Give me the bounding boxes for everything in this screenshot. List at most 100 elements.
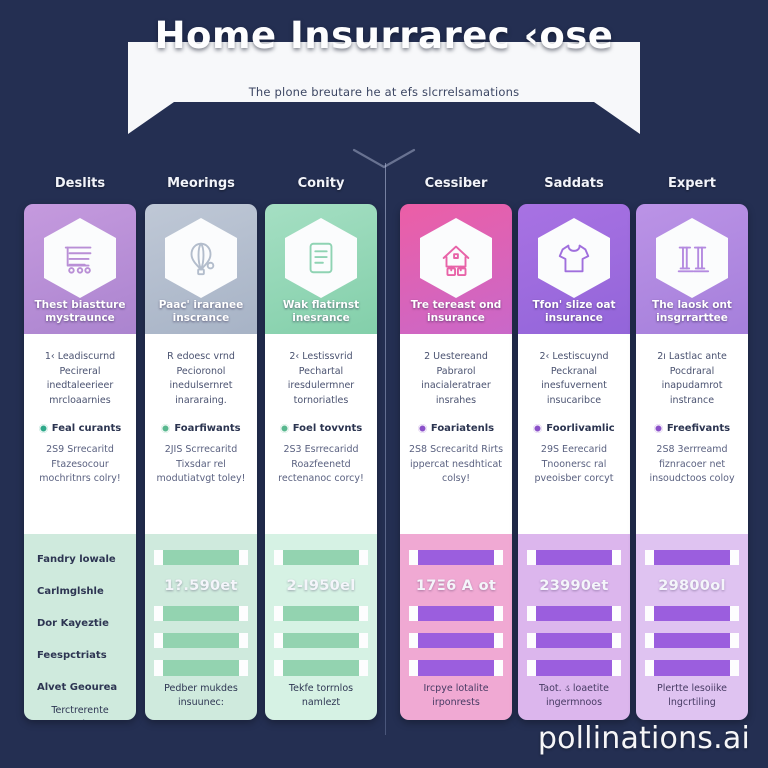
card-header: The laosk ont insgrrarttee bbox=[636, 204, 748, 334]
icon-badge bbox=[538, 218, 610, 298]
icon-badge bbox=[165, 218, 237, 298]
card-sub-description: 2S8 3errreamd fiznracoer net insoudctoos… bbox=[649, 443, 735, 485]
card-header: Wak flatirnst inesrance bbox=[265, 204, 377, 334]
card-header-label: Paac' iraranee inscrance bbox=[158, 298, 244, 324]
value-bar bbox=[274, 550, 368, 566]
hot-air-balloon-icon bbox=[165, 218, 237, 298]
card-sub-description: 2JIS Scrrecaritd Tixsdar rel modutiatvgt… bbox=[156, 443, 246, 485]
value-bar bbox=[154, 550, 248, 566]
feature-row-label: Alvet Geourea bbox=[37, 682, 118, 693]
card-description: 1‹ Leadiscurnd Pecireral inedtaleerieer … bbox=[44, 351, 116, 407]
value-bar bbox=[154, 660, 248, 676]
feature-highlight: Feal curants bbox=[32, 423, 128, 434]
column-title: Saddats bbox=[544, 176, 604, 191]
card-header-label: Tfon' slize oat insurance bbox=[532, 298, 616, 324]
card-sub-description: 29S Eerecarid Tnoonersc ral pveoisber co… bbox=[534, 443, 614, 485]
feature-highlight: Foarfiwants bbox=[153, 423, 249, 434]
value-bar bbox=[645, 633, 739, 649]
card-header: Thest biastture mystraunce bbox=[24, 204, 136, 334]
page-title: Home Insurrarec ‹ose bbox=[154, 14, 614, 57]
home-icon bbox=[420, 218, 492, 298]
card-footer: 17Ξ6 A ot Ircpye lotalite irponrests bbox=[400, 534, 512, 720]
value-bar bbox=[274, 660, 368, 676]
feature-label: Feal curants bbox=[51, 422, 122, 434]
value-bar bbox=[645, 660, 739, 676]
value-bar bbox=[409, 550, 503, 566]
card-footer: 23990et Taot. ડ loaetite ingermnoos bbox=[518, 534, 630, 720]
bullet-dot-icon bbox=[417, 423, 427, 433]
card-header-label: Wak flatirnst inesrance bbox=[282, 298, 360, 324]
value-bar bbox=[527, 660, 621, 676]
card-footnote: Taot. ડ loaetite ingermnoos bbox=[539, 682, 609, 708]
card-description: 2ı Lastlac ante Pocdraral inapudamrot in… bbox=[657, 351, 727, 407]
value-bar bbox=[527, 633, 621, 649]
column-title: Meorings bbox=[167, 176, 235, 191]
pillars-icon bbox=[656, 218, 728, 298]
plan-card[interactable]: Tfon' slize oat insurance 2‹ Lestiscuynd… bbox=[518, 204, 630, 720]
column-title: Conity bbox=[297, 176, 345, 191]
plan-card[interactable]: Thest biastture mystraunce 1‹ Leadiscurn… bbox=[24, 204, 136, 720]
card-footnote: Plertte lesoiike lngcrtiling bbox=[657, 682, 727, 708]
card-body: 2ı Lastlac ante Pocdraral inapudamrot in… bbox=[636, 334, 748, 534]
feature-row-label: Carlmglshle bbox=[37, 586, 104, 597]
feature-row-label: Fandry lowale bbox=[37, 554, 116, 565]
card-body: 2 Uestereand Pabrarol inacialeratraer in… bbox=[400, 334, 512, 534]
card-description: 2 Uestereand Pabrarol inacialeratraer in… bbox=[421, 351, 491, 407]
document-icon bbox=[285, 218, 357, 298]
feature-label: Foariatenls bbox=[430, 422, 495, 434]
card-header: Tre tereast ond insurance bbox=[400, 204, 512, 334]
value-bar bbox=[154, 606, 248, 622]
card-header-label: The laosk ont insgrrarttee bbox=[652, 298, 732, 324]
value-bar bbox=[409, 633, 503, 649]
value-bar bbox=[645, 550, 739, 566]
header-banner: Home Insurrarec ‹ose The plone breutare … bbox=[128, 14, 640, 134]
bullet-dot-icon bbox=[653, 423, 663, 433]
card-body: 2‹ Lestiscuynd Peckranal inesfuvernent i… bbox=[518, 334, 630, 534]
card-body: 2‹ Lestissvrid Pechartal iresdulermner t… bbox=[265, 334, 377, 534]
feature-highlight: Foariatenls bbox=[408, 423, 504, 434]
plan-card[interactable]: Wak flatirnst inesrance 2‹ Lestissvrid P… bbox=[265, 204, 377, 720]
card-description: 2‹ Lestissvrid Pechartal iresdulermner t… bbox=[287, 351, 355, 407]
card-footer: 2-I950el Tekfe torrnlos namlezt bbox=[265, 534, 377, 720]
plan-card[interactable]: Paac' iraranee inscrance R edoesc vrnd P… bbox=[145, 204, 257, 720]
plan-card[interactable]: The laosk ont insgrrarttee 2ı Lastlac an… bbox=[636, 204, 748, 720]
value-bar bbox=[274, 606, 368, 622]
value-bar bbox=[409, 660, 503, 676]
price-value: 2-I950el bbox=[286, 578, 356, 595]
price-value: 23990et bbox=[539, 578, 609, 595]
column-title: Expert bbox=[667, 176, 716, 191]
icon-badge bbox=[420, 218, 492, 298]
value-bar bbox=[527, 606, 621, 622]
feature-label: Foarfiwants bbox=[174, 422, 241, 434]
card-body: 1‹ Leadiscurnd Pecireral inedtaleerieer … bbox=[24, 334, 136, 534]
card-description: 2‹ Lestiscuynd Peckranal inesfuvernent i… bbox=[539, 351, 609, 407]
section-divider bbox=[385, 163, 386, 735]
card-header-label: Tre tereast ond insurance bbox=[410, 298, 502, 324]
card-footer: 29800ol Plertte lesoiike lngcrtiling bbox=[636, 534, 748, 720]
chevron-down-icon bbox=[352, 148, 416, 169]
value-bar bbox=[527, 550, 621, 566]
price-value: 29800ol bbox=[658, 578, 726, 595]
bullet-dot-icon bbox=[38, 423, 48, 433]
feature-highlight: Foorlivamlic bbox=[526, 423, 622, 434]
icon-badge bbox=[285, 218, 357, 298]
comparison-columns: Deslits Thest biastture mystraunce 1‹ Le… bbox=[0, 176, 768, 746]
card-footnote: Terctrerente tnayaloes. bbox=[51, 705, 109, 720]
bullet-dot-icon bbox=[279, 423, 289, 433]
card-sub-description: 2S9 Srrecaritd Ftazesocour mochritnrs co… bbox=[39, 443, 121, 485]
bullet-dot-icon bbox=[161, 423, 171, 433]
plan-card[interactable]: Tre tereast ond insurance 2 Uestereand P… bbox=[400, 204, 512, 720]
card-sub-description: 2S3 Esrrecaridd Roazfeenetd rectenanoc c… bbox=[278, 443, 364, 485]
card-body: R edoesc vrnd Pecioronol inedulsernret i… bbox=[145, 334, 257, 534]
value-bar bbox=[274, 633, 368, 649]
card-footer: 1?.590et Pedber mukdes insuunec: bbox=[145, 534, 257, 720]
price-value: 17Ξ6 A ot bbox=[415, 578, 497, 595]
column-title: Cessiber bbox=[424, 176, 488, 191]
value-bar bbox=[645, 606, 739, 622]
page-subtitle: The plone breutare he at efs slcrrelsama… bbox=[248, 85, 520, 99]
feature-label: Foel tovvnts bbox=[292, 422, 363, 434]
feature-label: Freefivants bbox=[666, 422, 731, 434]
value-bar bbox=[409, 606, 503, 622]
